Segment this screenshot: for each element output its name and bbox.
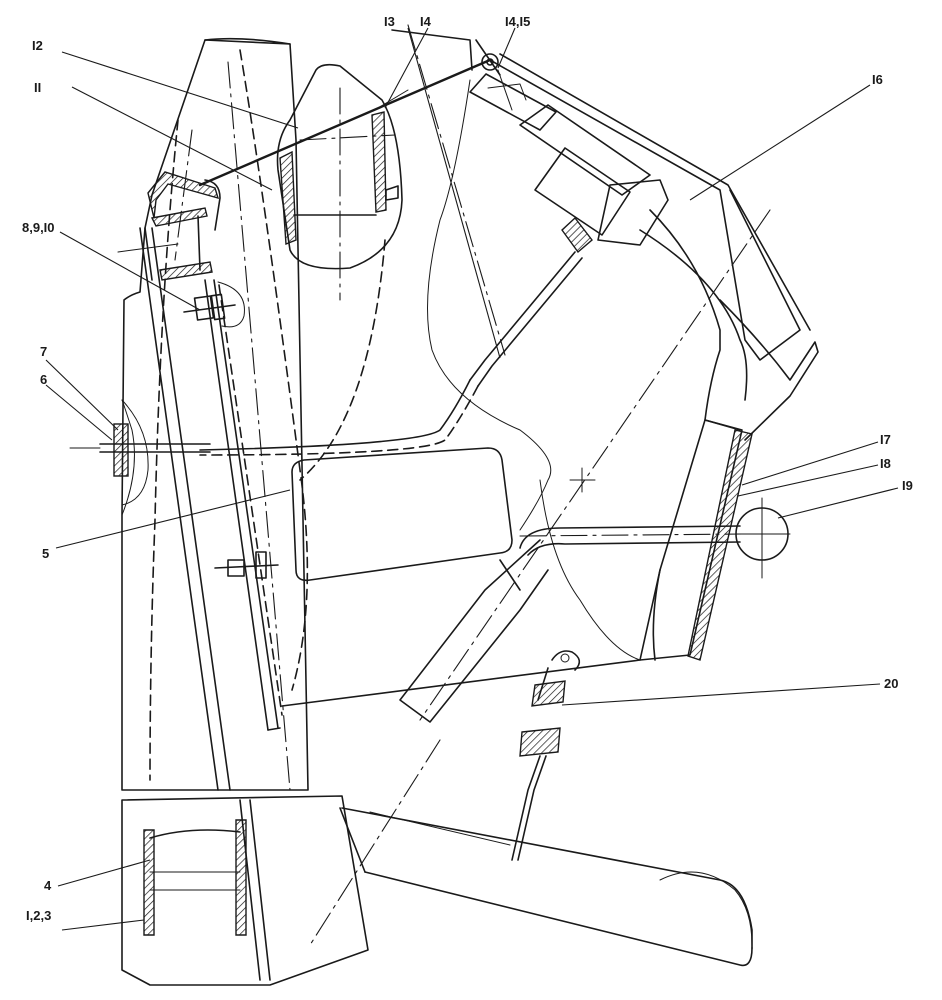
label-13: I3 xyxy=(384,14,395,29)
lever-handle xyxy=(519,497,791,579)
label-5: 5 xyxy=(42,546,49,561)
label-14: I4 xyxy=(420,14,432,29)
label-4: 4 xyxy=(44,878,52,893)
inclined-plate xyxy=(399,539,549,723)
label-16: I6 xyxy=(872,72,883,87)
seat-frame xyxy=(281,29,819,707)
tension-spring xyxy=(511,650,581,861)
bolt-assembly xyxy=(183,281,245,328)
label-11: II xyxy=(34,80,41,95)
label-7: 7 xyxy=(40,344,47,359)
horizontal-rod xyxy=(69,399,211,506)
part-labels: I2 II I3 I4 I4,I5 I6 8,9,I0 7 6 5 I7 I8 … xyxy=(22,14,913,923)
center-axes xyxy=(309,24,771,946)
actuator-cylinder xyxy=(199,69,669,456)
label-12: I2 xyxy=(32,38,43,53)
label-14-15: I4,I5 xyxy=(505,14,530,29)
label-6: 6 xyxy=(40,372,47,387)
label-17: I7 xyxy=(880,432,891,447)
label-18: I8 xyxy=(880,456,891,471)
side-housing-panel xyxy=(121,37,309,791)
rectangular-panel xyxy=(291,447,513,582)
label-19: I9 xyxy=(902,478,913,493)
label-1-2-3: I,2,3 xyxy=(26,908,51,923)
label-20: 20 xyxy=(884,676,898,691)
label-8-9-10: 8,9,I0 xyxy=(22,220,55,235)
leader-lines xyxy=(45,27,899,931)
tension-cable xyxy=(198,39,501,187)
base-frame xyxy=(121,795,753,986)
upper-oval-bracket xyxy=(276,63,403,481)
vertical-support-bar xyxy=(139,227,283,791)
lower-bolt xyxy=(214,551,279,579)
